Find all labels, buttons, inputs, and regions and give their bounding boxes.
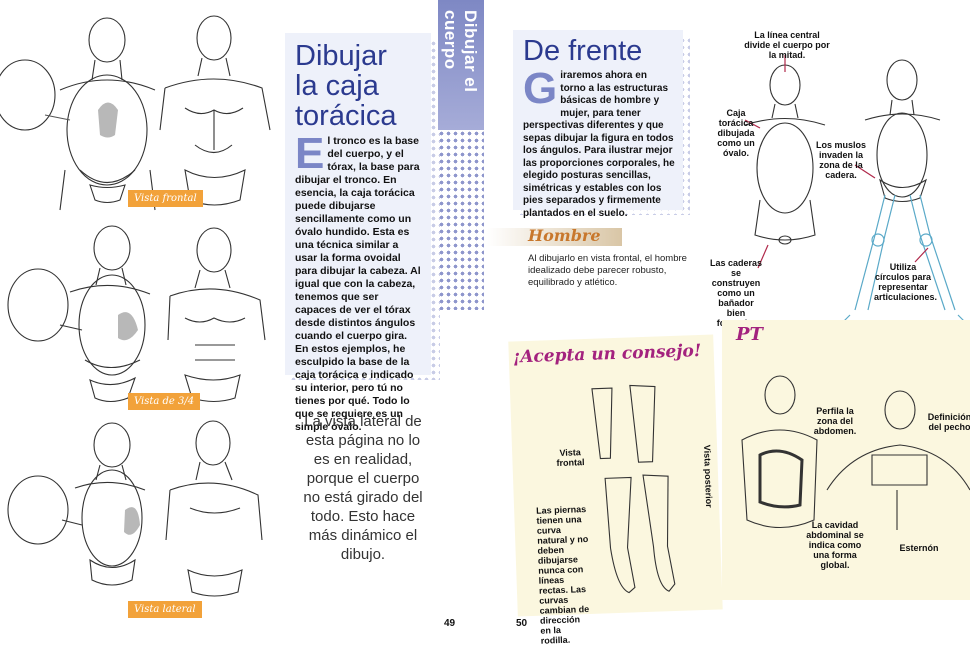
hombre-text: Al dibujarlo en vista frontal, el hombre… [528, 253, 687, 288]
torso-sketches [0, 15, 271, 597]
tip-legs-text: Las piernas tienen una curva natural y n… [536, 504, 590, 646]
pt-sternum-label: Esternón [899, 543, 939, 553]
caption-front-view: Vista frontal [128, 190, 203, 207]
dropcap: E [295, 129, 325, 178]
spine-dots [438, 130, 484, 310]
caption-lateral-view: Vista lateral [128, 601, 202, 618]
dropcap-g: G [523, 64, 558, 113]
page-title: Dibujar la caja torácica [295, 40, 397, 132]
page-number-left: 49 [444, 618, 456, 629]
right-page-title: De frente [523, 35, 643, 67]
spine-bar [438, 0, 484, 130]
annotation-thighs: Los muslos invaden la zona de la cadera. [815, 140, 866, 180]
tip-card: ¡Acepta un consejo! Vista frontal Vista … [508, 334, 723, 646]
left-page: Vista frontal Vista de 3/4 Vista lateral… [0, 0, 485, 633]
annotation-rib-cage: Caja torácica dibujada como un óvalo. [717, 108, 755, 158]
tip-back-view-label: Vista posterior [701, 444, 715, 508]
pt-abdomen-label: Perfila la zona del abdomen. [813, 406, 857, 436]
pt-card: PT Perfila la zona del abdomen. Definici… [722, 320, 970, 600]
pt-chest-label: Definición del pecho [927, 412, 970, 432]
annotation-joints: Utiliza círculos para representar articu… [874, 262, 938, 302]
pt-heading: PT [736, 324, 763, 345]
annotation-hips: Las caderas se construyen como un bañado… [709, 258, 763, 328]
hombre-heading: Hombre [528, 226, 601, 245]
page-number-right: 50 [516, 618, 528, 629]
annotation-center-line: La línea central divide el cuerpo por la… [744, 30, 830, 60]
caption-three-quarter-view: Vista de 3/4 [128, 393, 201, 410]
hombre-heading-bar [487, 228, 622, 246]
pt-abdominal-cavity-label: La cavidad abdominal se indica como una … [806, 520, 864, 570]
legs-sketch [591, 384, 676, 594]
chapter-label: Dibujar el cuerpo [441, 10, 480, 93]
pt-torso-sketch [741, 375, 970, 530]
side-note-quote: La vista lateral de esta página no lo es… [303, 413, 423, 563]
tip-front-view-label: Vista frontal [556, 447, 585, 469]
